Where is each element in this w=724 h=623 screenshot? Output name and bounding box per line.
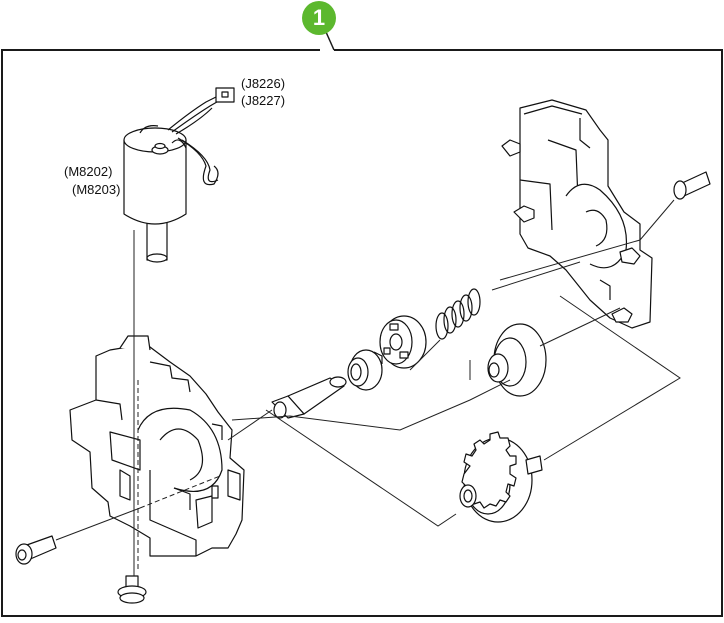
drive-shaft — [272, 377, 346, 418]
spur-gear — [460, 432, 542, 522]
connector-label-j8226: (J8226) — [241, 76, 285, 91]
left-gear-housing — [70, 336, 244, 556]
motor-label-m8203: (M8203) — [72, 182, 120, 197]
motor — [124, 126, 186, 262]
flange-pulley — [488, 324, 546, 396]
connector-label-j8227: (J8227) — [241, 93, 285, 108]
spring — [436, 289, 480, 339]
diagram-frame — [2, 32, 722, 616]
right-gear-housing — [502, 100, 652, 328]
callout-number: 1 — [302, 1, 336, 35]
screw-bottom — [118, 576, 146, 603]
wire-connector — [216, 88, 234, 102]
collar — [348, 350, 382, 390]
screw-left — [16, 536, 56, 564]
motor-label-m8202: (M8202) — [64, 164, 112, 179]
screw-right — [674, 172, 710, 199]
